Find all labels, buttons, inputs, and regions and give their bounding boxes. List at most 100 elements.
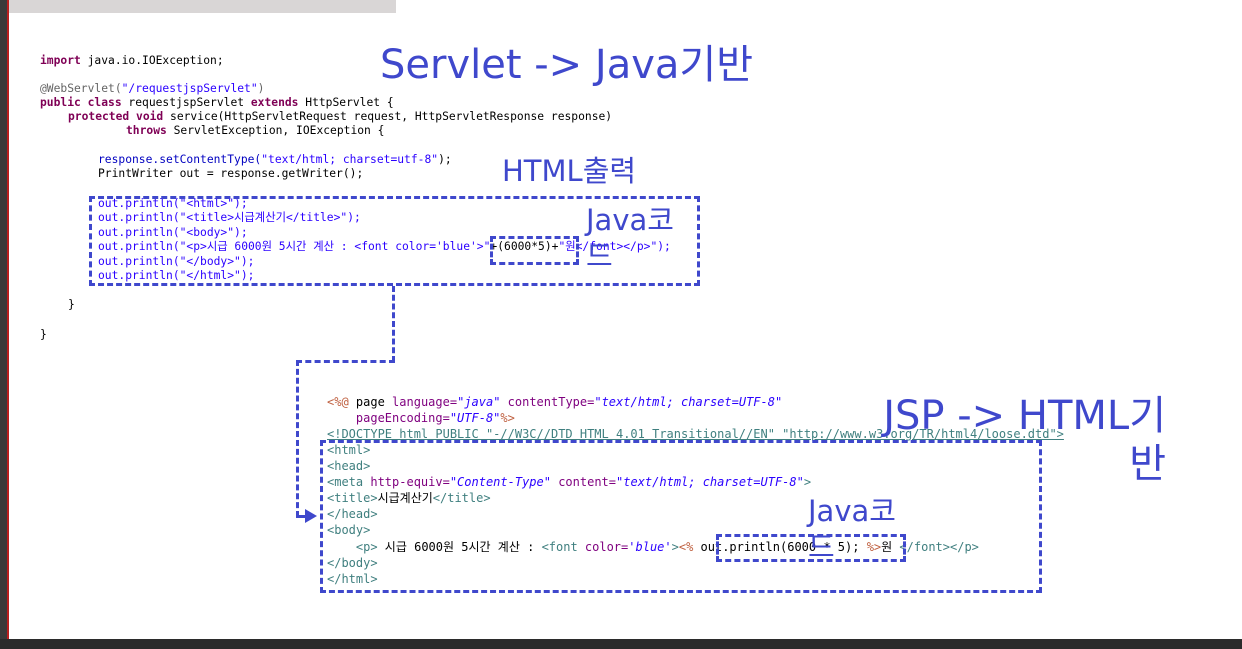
html-output-highlight: [89, 196, 700, 286]
code-text: }: [68, 298, 75, 311]
attribute-name: contentType=: [500, 395, 595, 409]
jsp-line-directive: <%@ page language="java" contentType="te…: [327, 395, 782, 410]
tag-text: <body>: [327, 523, 371, 537]
println-text: out.println("</html>");: [98, 269, 255, 282]
println-text: "원</font></p>");: [558, 240, 671, 253]
keyword: extends: [250, 96, 299, 109]
jsp-line-paragraph: <p> 시급 6000원 5시간 계산 : <font color='blue'…: [327, 540, 979, 555]
string-literal: "/requestjspServlet": [121, 82, 258, 95]
code-line-import: import java.io.IOException;: [40, 54, 224, 69]
tag-text: </title>: [432, 491, 491, 505]
tag-text: <title>: [327, 491, 378, 505]
code-line-class: public class requestjspServlet extends H…: [40, 96, 394, 111]
code-text: response.setContentType(: [98, 153, 262, 166]
code-text: java.io.IOException;: [80, 54, 224, 67]
keyword: import: [40, 54, 81, 67]
code-line-set-content-type: response.setContentType("text/html; char…: [98, 153, 452, 168]
code-line-annotation: @WebServlet("/requestjspServlet"): [40, 82, 264, 97]
jsp-line-head: <head>: [327, 459, 370, 474]
attribute-value: "java": [457, 395, 501, 409]
tag-text: >: [671, 540, 679, 554]
code-line-println: out.println("<html>");: [98, 197, 248, 212]
jsp-delimiter: <%@: [327, 395, 349, 409]
jsp-line-body-close: </body>: [327, 556, 378, 571]
tag-text: <p>: [327, 540, 378, 554]
tag-text: <font: [541, 540, 578, 554]
annotation-text: ): [257, 82, 265, 95]
doctype-text: <!DOCTYPE html PUBLIC "-//W3C//DTD HTML …: [327, 427, 1064, 441]
jsp-line-meta: <meta http-equiv="Content-Type" content=…: [327, 475, 811, 490]
code-line-close-brace: }: [40, 328, 47, 343]
jsp-delimiter: %>: [866, 540, 882, 554]
left-edge-accent: [7, 0, 9, 649]
code-line-writer: PrintWriter out = response.getWriter();: [98, 167, 363, 182]
arrow-right-icon: [305, 509, 317, 523]
tag-text: <meta: [327, 475, 364, 489]
println-text: out.println("<html>");: [98, 197, 248, 210]
paragraph-text: 원: [881, 540, 900, 554]
jsp-delimiter: %>: [500, 411, 515, 425]
connector-line: [296, 360, 299, 517]
attribute-name: language=: [392, 395, 458, 409]
tag-text: <head>: [327, 459, 371, 473]
servlet-heading: Servlet -> Java기반: [380, 42, 753, 88]
attribute-name: content=: [550, 475, 617, 489]
jsp-line-head-close: </head>: [327, 507, 378, 522]
connector-line: [296, 515, 308, 518]
jsp-java-code-highlight: [716, 534, 906, 562]
code-text: service(HttpServletRequest request, Http…: [163, 110, 613, 123]
code-text: );: [438, 153, 452, 166]
code-line-println: out.println("</html>");: [98, 269, 254, 284]
tag-text: </head>: [327, 507, 378, 521]
code-line-method: protected void service(HttpServletReques…: [68, 110, 612, 125]
string-literal: "text/html; charset=utf-8": [261, 153, 439, 166]
keyword: public class: [40, 96, 122, 109]
attribute-value: "text/html; charset=UTF-8": [594, 395, 783, 409]
bottom-bar: [0, 639, 1242, 649]
attribute-name: http-equiv=: [363, 475, 450, 489]
tag-text: </body>: [327, 556, 378, 570]
code-text: ServletException, IOException {: [166, 124, 385, 137]
attribute-value: "text/html; charset=UTF-8": [616, 475, 804, 489]
top-tab-strip: [9, 0, 396, 13]
attribute-name: pageEncoding=: [327, 411, 450, 425]
servlet-code-panel: import java.io.IOException; @WebServlet(…: [40, 54, 690, 346]
println-text: out.println("<p>시급 6000원 5시간 계산 : <font …: [98, 240, 491, 253]
jsp-line-html-close: </html>: [327, 572, 378, 587]
code-line-println: out.println("<title>시급계산기</title>");: [98, 211, 361, 226]
println-text: out.println("<title>시급계산기</title>");: [98, 211, 361, 224]
title-text: 시급계산기: [377, 491, 433, 505]
attribute-name: color=: [577, 540, 629, 554]
code-line-close-brace: }: [68, 298, 75, 313]
code-text: }: [40, 328, 47, 341]
jsp-heading: JSP -> HTML기반: [883, 393, 1166, 487]
html-output-label: HTML출력: [502, 154, 637, 188]
paragraph-text: 시급 6000원 5시간 계산 :: [377, 540, 542, 554]
attribute-value: "UTF-8": [449, 411, 501, 425]
java-expression: +(6000*5)+: [490, 240, 559, 253]
jsp-line-body: <body>: [327, 523, 370, 538]
println-text: out.println("</body>");: [98, 255, 255, 268]
code-line-println-calc: out.println("<p>시급 6000원 5시간 계산 : <font …: [98, 240, 671, 255]
tag-text: >: [803, 475, 812, 489]
println-text: out.println("<body>");: [98, 226, 248, 239]
jsp-line-title: <title>시급계산기</title>: [327, 491, 491, 506]
jsp-code-panel: <%@ page language="java" contentType="te…: [322, 393, 1165, 591]
java-code-highlight: [490, 236, 579, 265]
jsp-html-highlight: [320, 440, 1042, 593]
code-line-println: out.println("</body>");: [98, 255, 254, 270]
java-code-label: Java코드: [586, 203, 674, 273]
left-window-edge: [0, 0, 7, 649]
class-name: requestjspServlet: [121, 96, 251, 109]
connector-line: [296, 360, 395, 363]
jsp-line-doctype: <!DOCTYPE html PUBLIC "-//W3C//DTD HTML …: [327, 427, 1064, 442]
keyword: protected void: [68, 110, 164, 123]
attribute-value: "Content-Type": [449, 475, 551, 489]
attribute-value: 'blue': [628, 540, 672, 554]
jsp-delimiter: <%: [678, 540, 694, 554]
connector-line: [392, 286, 395, 362]
tag-text: </html>: [327, 572, 378, 586]
code-text: PrintWriter out = response.getWriter();: [98, 167, 364, 180]
code-line-throws: throws ServletException, IOException {: [126, 124, 384, 139]
code-text: HttpServlet {: [298, 96, 394, 109]
